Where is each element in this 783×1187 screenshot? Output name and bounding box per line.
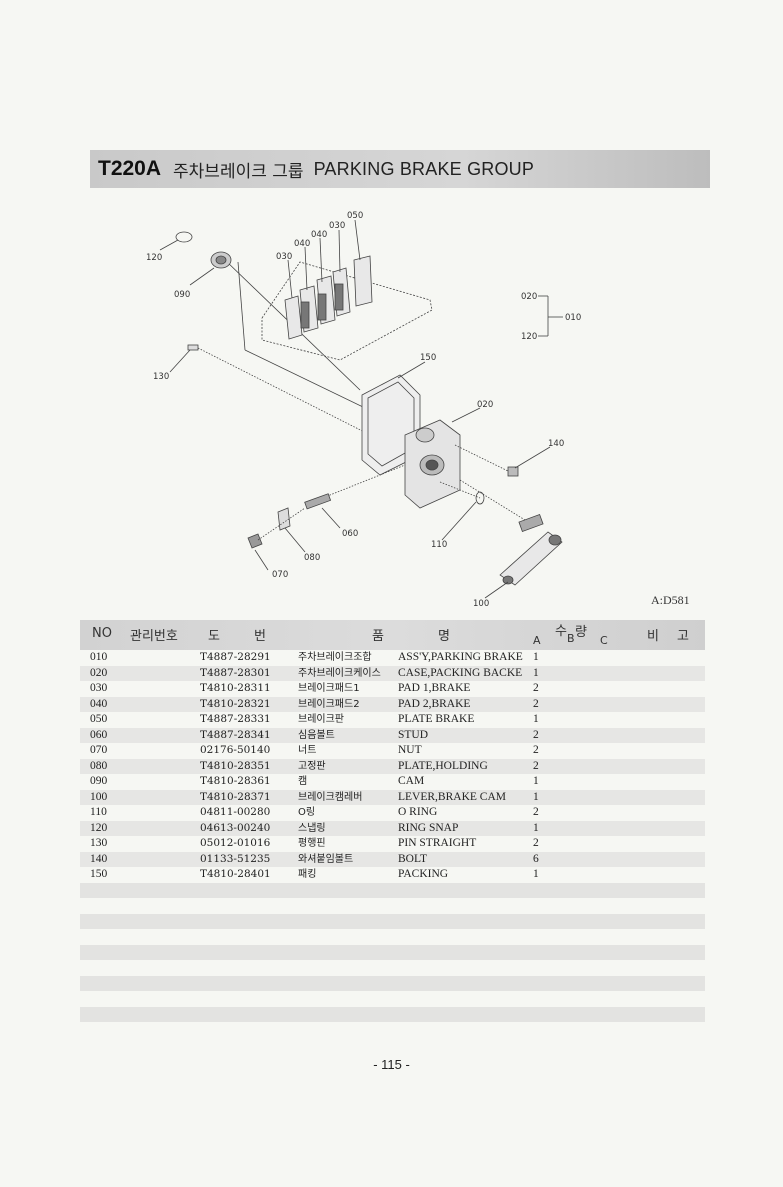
empty-row — [80, 1006, 705, 1022]
empty-row — [80, 913, 705, 929]
table-header: NO 관리번호 도 번 품 명 수 량 A B C 비 고 — [80, 620, 705, 650]
callout-130: 130 — [153, 372, 169, 382]
header-col-c: C — [600, 634, 608, 647]
empty-row — [80, 991, 705, 1007]
key-010: 010 — [565, 313, 581, 323]
callout-040-a: 040 — [294, 239, 310, 249]
table-empty-rows — [80, 882, 705, 1022]
empty-row — [80, 898, 705, 914]
empty-row — [80, 960, 705, 976]
callout-030: 030 — [276, 252, 292, 262]
header-remarks-2: 고 — [677, 629, 689, 644]
empty-row — [80, 975, 705, 991]
callout-090: 090 — [174, 290, 190, 300]
header-col-a: A — [533, 634, 541, 647]
header-remarks: 비 — [647, 629, 659, 644]
header-name: 품 — [372, 629, 384, 644]
callout-020: 020 — [477, 400, 493, 410]
header-name-2: 명 — [438, 629, 450, 644]
header-drawing-2: 번 — [254, 629, 266, 644]
empty-row — [80, 944, 705, 960]
empty-row — [80, 929, 705, 945]
callout-120: 120 — [146, 253, 162, 263]
callout-110: 110 — [431, 540, 447, 550]
callout-100: 100 — [473, 599, 489, 609]
header-col-b: B — [567, 632, 575, 645]
group-title-english: PARKING BRAKE GROUP — [313, 158, 535, 179]
empty-row — [80, 882, 705, 898]
callout-070: 070 — [272, 570, 288, 580]
group-code: T220A — [98, 157, 162, 180]
header-qty-2: 량 — [575, 625, 587, 640]
header-drawing: 도 — [208, 629, 220, 644]
callout-140: 140 — [548, 439, 564, 449]
callout-080: 080 — [304, 553, 320, 563]
header-mgmt-number: 관리번호 — [130, 629, 178, 644]
callout-050: 050 — [347, 211, 363, 221]
group-title-bar: T220A 주차브레이크 그룹 PARKING BRAKE GROUP — [90, 150, 710, 188]
key-020: 020 — [521, 292, 537, 302]
header-qty: 수 — [555, 624, 567, 639]
diagram-reference: A:D581 — [651, 593, 690, 607]
key-120: 120 — [521, 332, 537, 342]
page-number: - 115 - — [373, 1057, 410, 1072]
callout-040-b: 040 — [311, 230, 327, 240]
callout-150: 150 — [420, 353, 436, 363]
header-no: NO — [92, 626, 112, 641]
callout-030-b: 030 — [329, 221, 345, 231]
callout-060: 060 — [342, 529, 358, 539]
exploded-parts-diagram: 120 090 030 040 040 030 050 130 150 020 … — [146, 211, 581, 609]
group-title-korean: 주차브레이크 그룹 — [173, 161, 304, 182]
